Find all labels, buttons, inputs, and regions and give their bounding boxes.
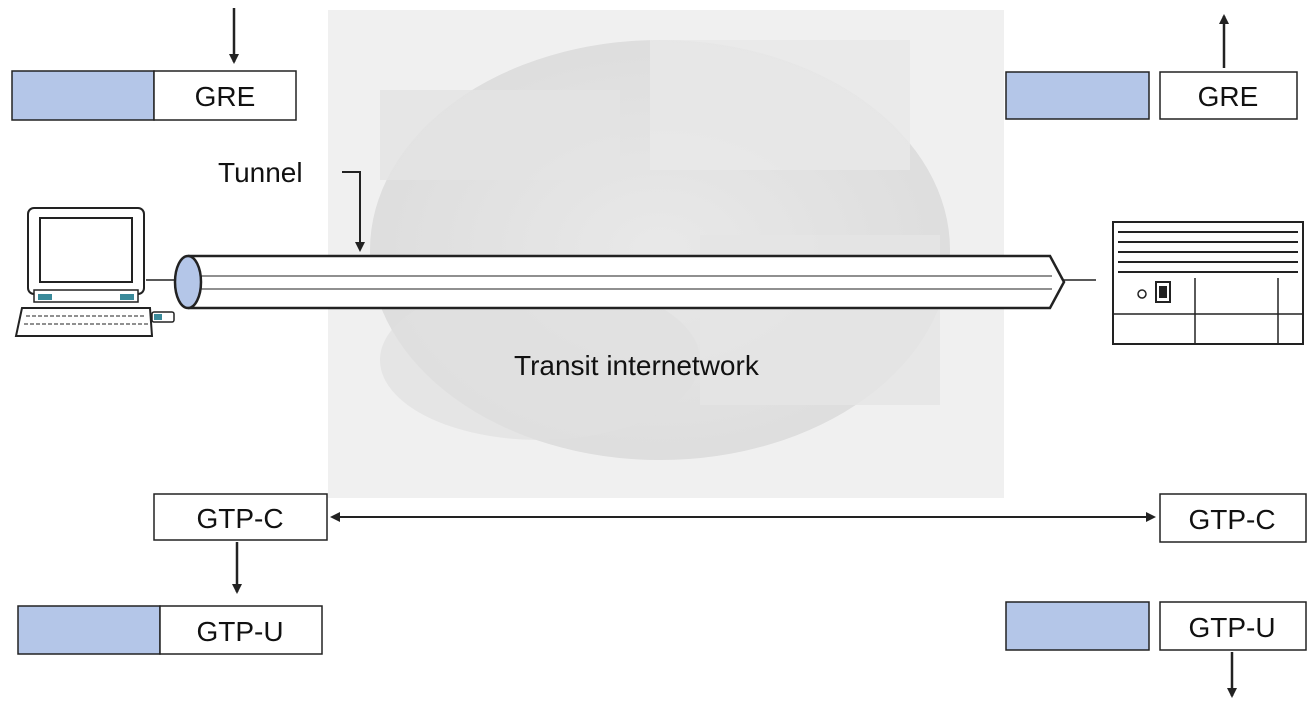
payload-block (1005, 601, 1150, 651)
gre-label-right: GRE (1198, 81, 1259, 112)
header-block (153, 70, 297, 121)
gtp-c-label-right: GTP-C (1188, 504, 1275, 535)
payload-block (1005, 71, 1150, 120)
gtp-u-packet-left: GTP-U (17, 605, 323, 655)
gre-packet-right: GRE (1005, 14, 1298, 120)
payload-block (11, 70, 155, 121)
tunnel-label: Tunnel (218, 157, 303, 188)
gtp-u-packet-right: GTP-U (1005, 601, 1307, 698)
payload-block (17, 605, 161, 655)
gtp-c-left: GTP-C (153, 493, 328, 541)
tunnel-callout: Tunnel (218, 157, 365, 252)
transit-internetwork-label: Transit internetwork (514, 350, 760, 381)
header-block (159, 605, 323, 655)
gtp-c-box-right (1159, 493, 1307, 543)
gtp-u-label-left: GTP-U (196, 616, 283, 647)
tunnel-pipe (146, 254, 1096, 310)
gre-packet-left: GRE (11, 8, 297, 121)
gtp-c-right: GTP-C (1159, 493, 1307, 543)
router-chassis-icon (1112, 221, 1304, 345)
gtp-u-label-right: GTP-U (1188, 612, 1275, 643)
workstation-icon (14, 207, 175, 337)
gre-label-left: GRE (195, 81, 256, 112)
transit-internetwork-panel (328, 10, 1004, 498)
gtp-c-box-left (153, 493, 328, 541)
header-block (1159, 71, 1298, 120)
gtp-c-label-left: GTP-C (196, 503, 283, 534)
header-block (1159, 601, 1307, 651)
